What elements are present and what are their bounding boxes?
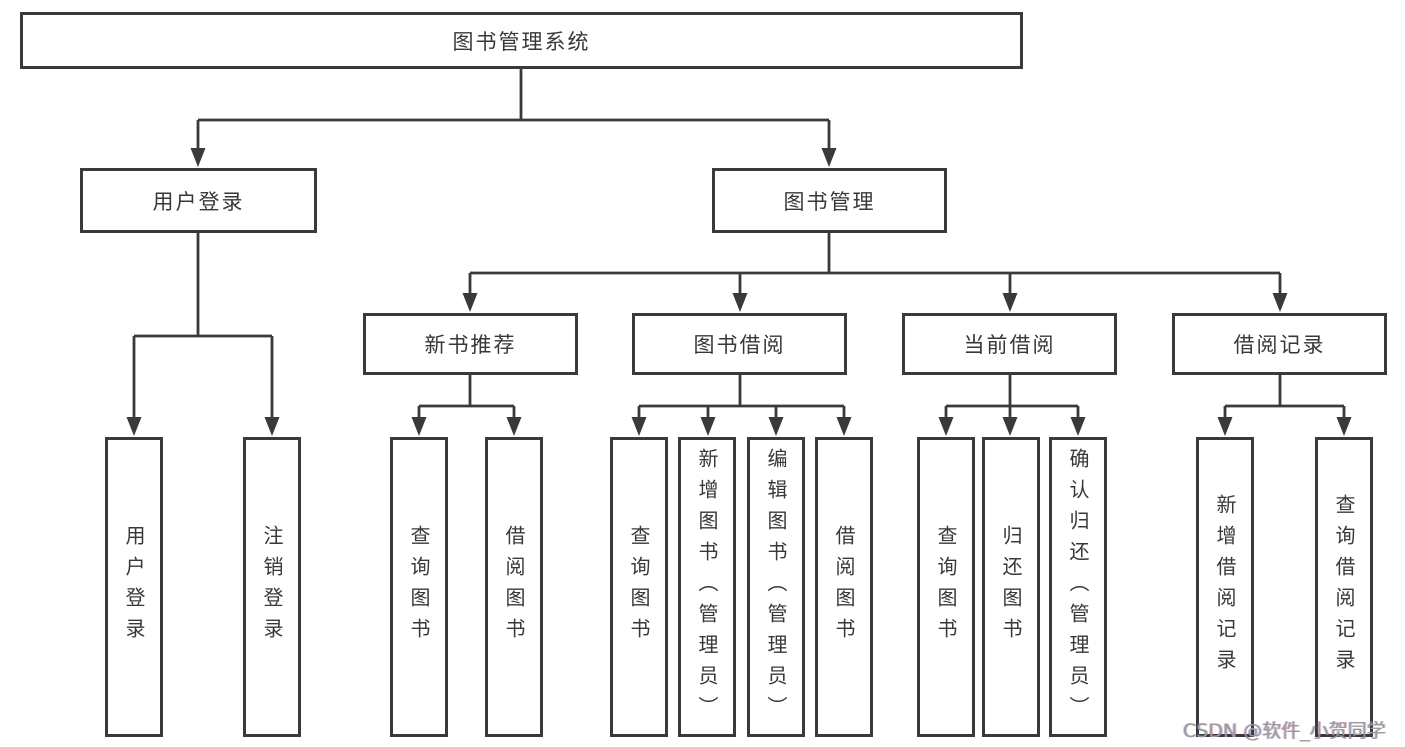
leaf-newbooks-borrow-books: 借阅图书 [485, 437, 543, 737]
node-label: 当前借阅 [963, 333, 1056, 357]
node-label: 新增借阅记录 [1213, 494, 1237, 680]
node-label: 编辑图书（管理员） [764, 447, 788, 727]
node-label: 查询图书 [934, 525, 958, 649]
node-label: 新书推荐 [424, 333, 517, 357]
leaf-records-add-borrow-record: 新增借阅记录 [1196, 437, 1254, 737]
leaf-borrow-edit-books-admin: 编辑图书（管理员） [747, 437, 805, 737]
node-label: 注销登录 [260, 525, 284, 649]
node-label: 图书借阅 [693, 333, 786, 357]
leaf-newbooks-query-books: 查询图书 [390, 437, 448, 737]
leaf-logout: 注销登录 [243, 437, 301, 737]
connector-newbooks-to-leaves [411, 375, 522, 436]
node-label: 查询图书 [407, 525, 431, 649]
csdn-watermark: CSDN @软件_小贺同学 [1183, 720, 1386, 742]
connector-userlogin-to-leaves [126, 233, 280, 436]
connector-currentborrow-to-leaves [938, 375, 1086, 436]
leaf-borrow-query-books: 查询图书 [610, 437, 668, 737]
node-label: 确认归还（管理员） [1066, 447, 1090, 727]
node-label: 新增图书（管理员） [695, 447, 719, 727]
leaf-current-return-books: 归还图书 [982, 437, 1040, 737]
node-borrow-records: 借阅记录 [1172, 313, 1387, 375]
node-label: 借阅记录 [1233, 333, 1326, 357]
node-label: 借阅图书 [502, 525, 526, 649]
node-label: 用户登录 [152, 189, 245, 214]
node-label: 图书管理系统 [452, 29, 591, 54]
node-book-borrow: 图书借阅 [632, 313, 847, 375]
leaf-current-confirm-return-admin: 确认归还（管理员） [1049, 437, 1107, 737]
node-book-management: 图书管理 [712, 168, 947, 233]
node-current-borrow: 当前借阅 [902, 313, 1117, 375]
leaf-records-query-borrow-record: 查询借阅记录 [1315, 437, 1373, 737]
node-label: 查询借阅记录 [1332, 494, 1356, 680]
node-label: 借阅图书 [832, 525, 856, 649]
node-label: 查询图书 [627, 525, 651, 649]
node-system-root: 图书管理系统 [20, 12, 1023, 69]
leaf-borrow-borrow-books: 借阅图书 [815, 437, 873, 737]
connector-bookborrow-to-leaves [631, 375, 852, 436]
leaf-current-query-books: 查询图书 [917, 437, 975, 737]
node-label: 图书管理 [783, 189, 876, 214]
node-label: 用户登录 [122, 525, 146, 649]
leaf-borrow-add-books-admin: 新增图书（管理员） [678, 437, 736, 737]
node-new-book-recommend: 新书推荐 [363, 313, 578, 375]
connector-root-to-level2 [190, 68, 837, 167]
node-label: 归还图书 [999, 525, 1023, 649]
leaf-user-login: 用户登录 [105, 437, 163, 737]
connector-bookmgmt-to-level3 [462, 233, 1288, 312]
node-user-login: 用户登录 [80, 168, 317, 233]
connector-records-to-leaves [1217, 375, 1352, 436]
